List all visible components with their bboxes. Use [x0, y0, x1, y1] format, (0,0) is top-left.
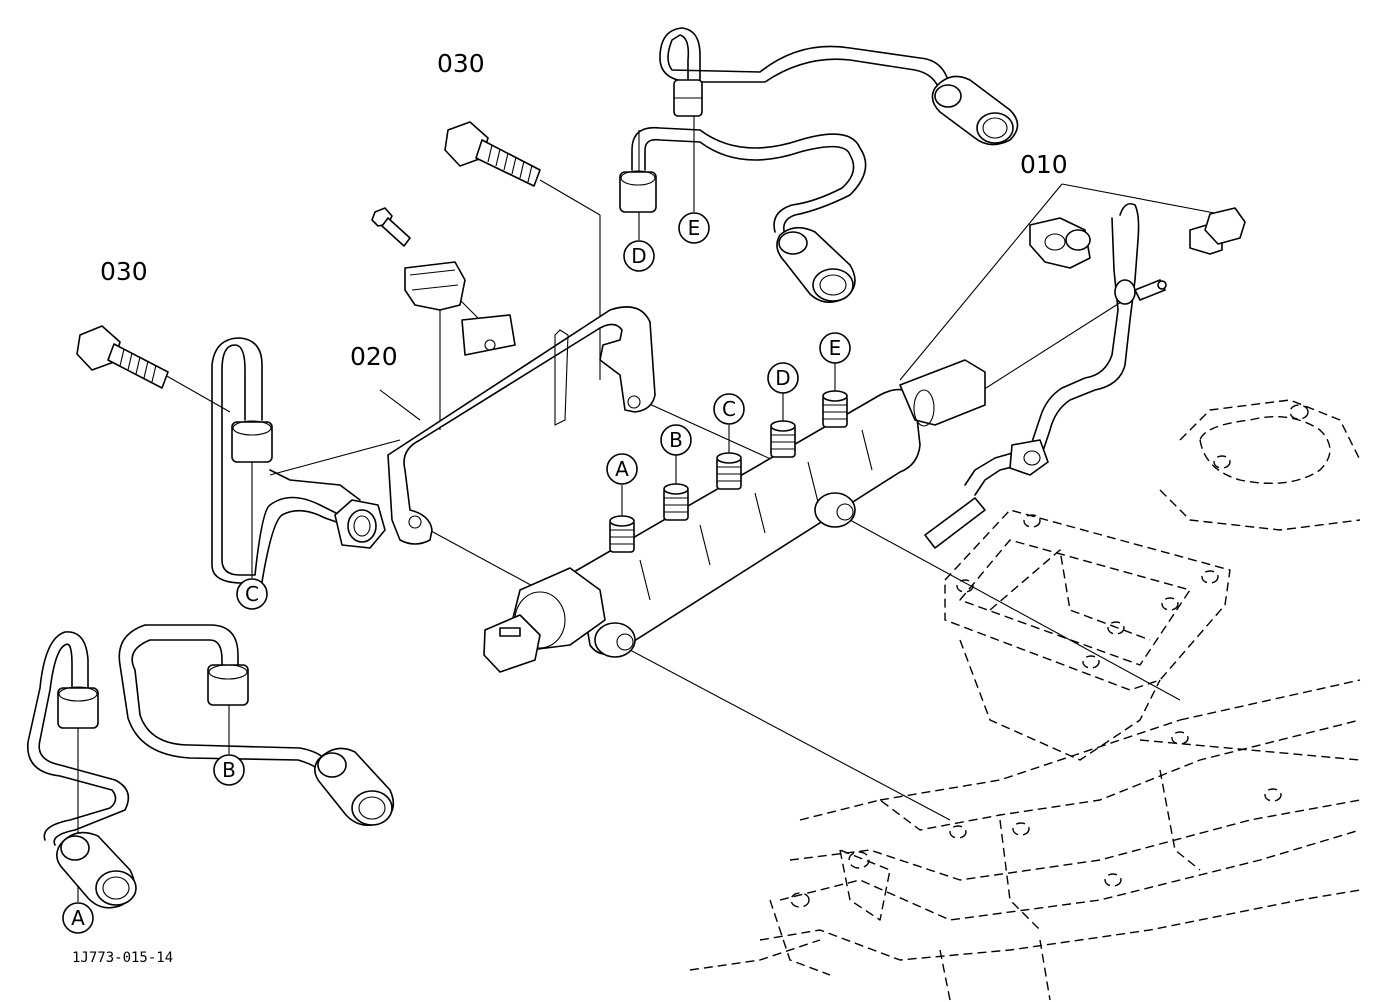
- pipe-clamp-assembly: [371, 207, 516, 356]
- part-label-010: 010: [1020, 150, 1068, 179]
- part-label-030-left: 030: [100, 257, 148, 286]
- bolt-030-left: [76, 325, 169, 389]
- marker-rail-a: A: [606, 453, 638, 485]
- marker-pipe-c: C: [236, 578, 268, 610]
- part-label-030-top: 030: [437, 49, 485, 78]
- rail-port-e: [822, 390, 848, 428]
- marker-rail-b: B: [660, 424, 692, 456]
- svg-text:E: E: [829, 336, 842, 360]
- marker-rail-d: D: [767, 362, 799, 394]
- injection-pipe-b: [118, 624, 326, 771]
- connection-markers: A B C D E D E C: [62, 212, 851, 934]
- common-rail: [483, 359, 986, 673]
- bracket-020: [387, 306, 656, 545]
- rail-port-a: [609, 515, 635, 553]
- rail-port-b: [663, 483, 689, 521]
- svg-text:A: A: [615, 457, 629, 481]
- svg-text:B: B: [222, 758, 236, 782]
- engine-block-phantom: [689, 399, 1361, 1001]
- injection-pipe-a: [27, 631, 130, 846]
- marker-pipe-e: E: [678, 212, 710, 244]
- svg-text:A: A: [71, 906, 85, 930]
- return-pipe-010: [924, 202, 1246, 549]
- bolt-030-top: [444, 121, 541, 187]
- svg-text:D: D: [775, 366, 790, 390]
- injector-sleeve-a: [56, 831, 137, 909]
- rail-port-d: [770, 420, 796, 458]
- injection-pipe-e: [659, 27, 951, 117]
- pipe-nut-a: [57, 687, 99, 729]
- svg-text:E: E: [688, 216, 701, 240]
- marker-rail-c: C: [713, 393, 745, 425]
- svg-text:B: B: [669, 428, 683, 452]
- pipe-nut-d: [619, 171, 657, 213]
- svg-text:C: C: [722, 397, 736, 421]
- injection-pipe-c: [211, 337, 361, 584]
- pipe-c-banjo-fitting: [334, 499, 386, 549]
- marker-rail-e: E: [819, 332, 851, 364]
- rail-port-c: [716, 452, 742, 490]
- injector-sleeve-mid-top: [776, 226, 856, 303]
- marker-pipe-d: D: [623, 240, 655, 272]
- leader-lines: [77, 85, 1226, 902]
- part-label-020: 020: [350, 342, 398, 371]
- svg-text:D: D: [631, 244, 646, 268]
- pipe-nut-c: [231, 421, 273, 463]
- part-callouts: 030 030 020 010: [100, 49, 1068, 371]
- svg-text:C: C: [245, 582, 259, 606]
- drawing-code: 1J773-015-14: [72, 950, 173, 966]
- injector-sleeve-top-right: [931, 75, 1019, 146]
- injector-sleeve-b: [314, 747, 395, 826]
- pipe-nut-b: [207, 664, 249, 706]
- injection-pipe-d: [619, 126, 867, 236]
- marker-pipe-a: A: [62, 902, 94, 934]
- marker-pipe-b: B: [213, 754, 245, 786]
